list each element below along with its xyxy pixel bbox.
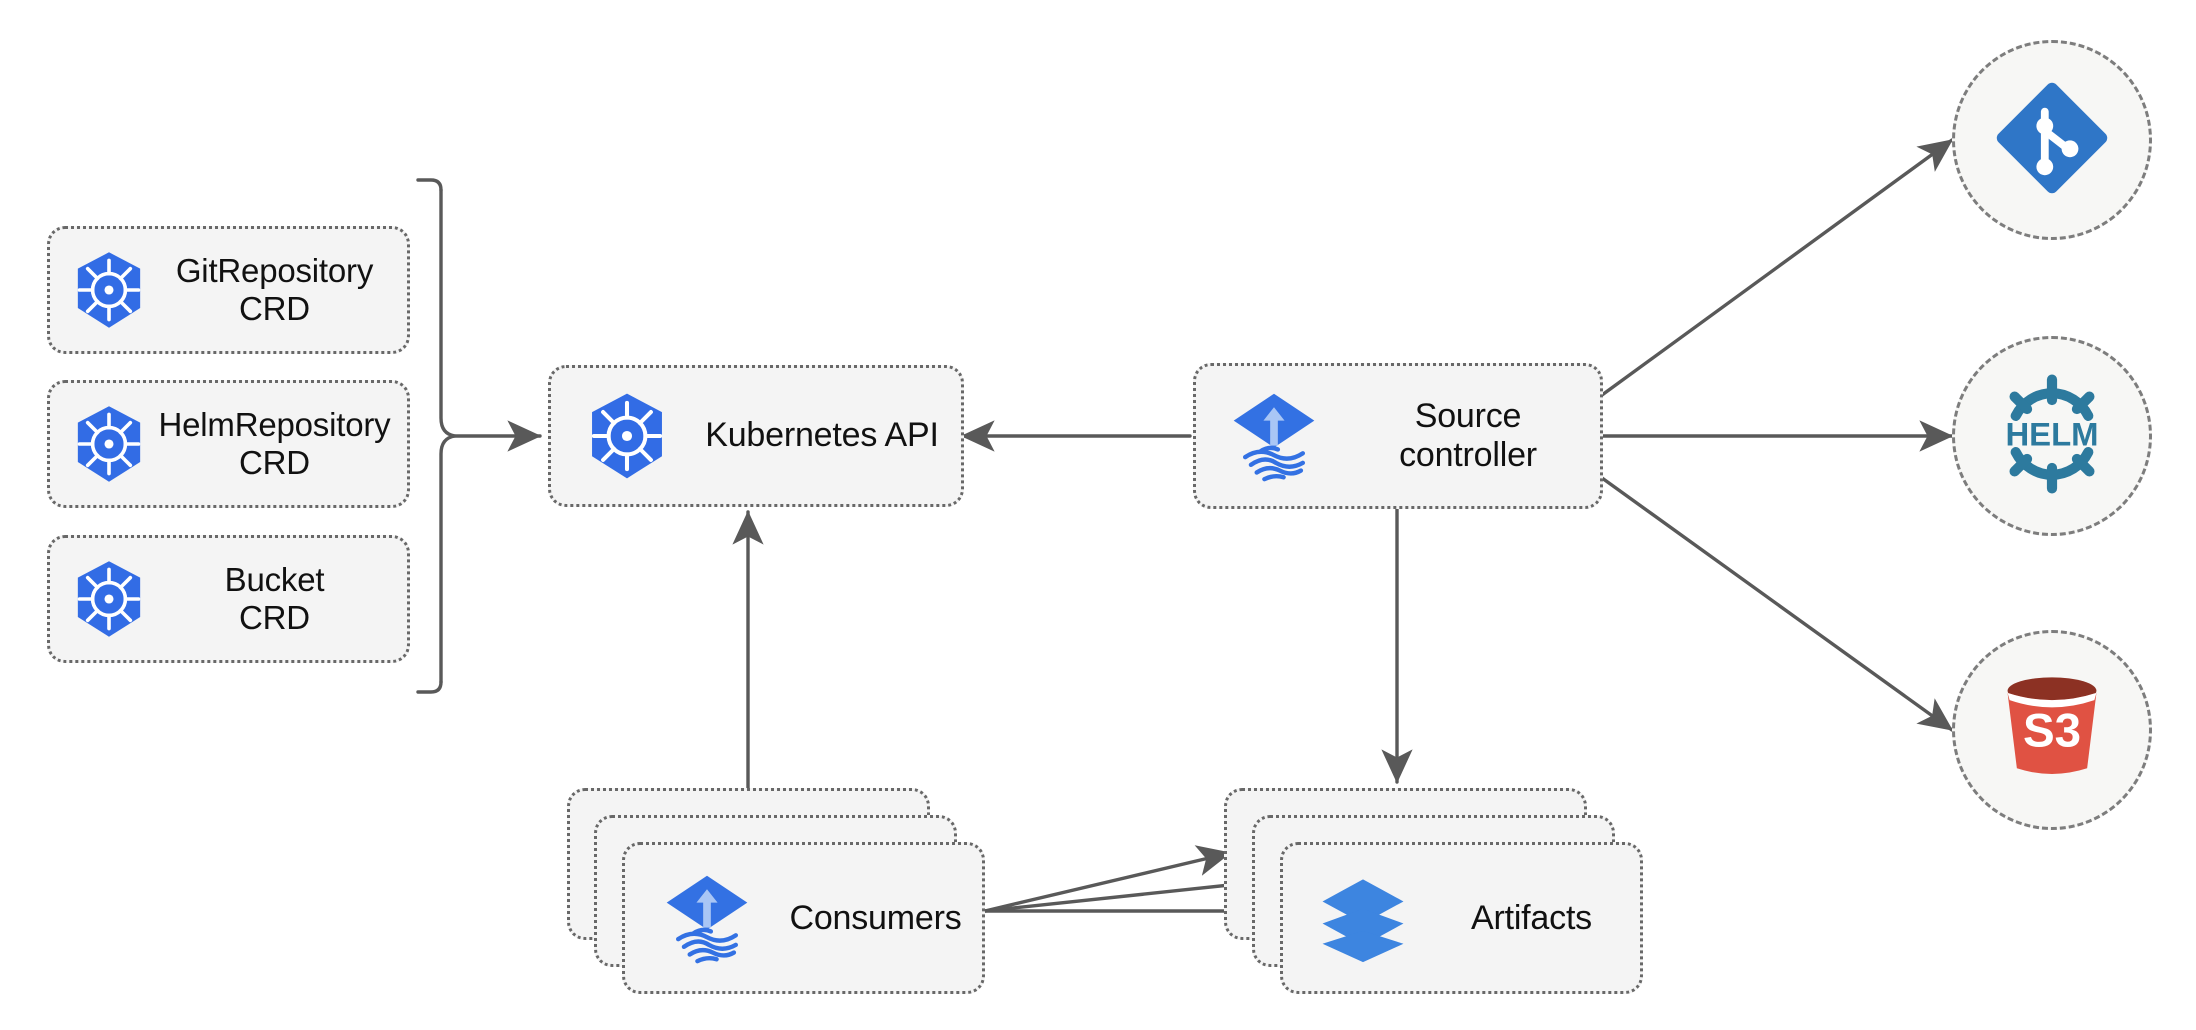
node-gitrepository-crd[interactable]: GitRepository CRD	[47, 226, 410, 354]
node-bucket-crd[interactable]: Bucket CRD	[47, 535, 410, 663]
node-kubernetes-api[interactable]: Kubernetes API	[548, 365, 964, 507]
layers-icon	[1317, 872, 1409, 964]
kubernetes-icon	[581, 390, 673, 482]
crd-group-brace	[439, 188, 457, 684]
git-icon	[1992, 78, 2112, 203]
crd-group-brace-bottom-tip	[416, 680, 443, 694]
node-label: Consumers	[789, 898, 962, 937]
s3-wordmark: S3	[2023, 704, 2081, 757]
s3-icon: S3	[1990, 666, 2114, 795]
edge-source-controller-to-git	[1600, 138, 1954, 397]
node-label: Kubernetes API	[705, 416, 939, 455]
external-helm[interactable]: HELM	[1952, 336, 2152, 536]
helm-wordmark: HELM	[2005, 415, 2098, 452]
helm-icon: HELM	[1984, 366, 2120, 507]
crd-label: HelmRepository CRD	[158, 405, 391, 481]
edge-source-controller-to-s3	[1600, 476, 1954, 732]
crd-label: GitRepository CRD	[175, 251, 374, 327]
crd-label: Bucket CRD	[224, 560, 325, 636]
node-helmrepository-crd[interactable]: HelmRepository CRD	[47, 380, 410, 508]
external-s3[interactable]: S3	[1952, 630, 2152, 830]
node-label: Artifacts	[1470, 898, 1592, 937]
node-artifacts[interactable]: Artifacts	[1280, 842, 1643, 994]
kubernetes-icon	[68, 558, 150, 640]
flux-icon	[1226, 388, 1322, 484]
flux-icon	[659, 870, 755, 966]
crd-group-brace-top-tip	[416, 178, 443, 192]
node-source-controller[interactable]: Source controller	[1193, 363, 1603, 509]
node-label: Source controller	[1399, 396, 1537, 474]
kubernetes-icon	[68, 249, 150, 331]
node-consumers[interactable]: Consumers	[622, 842, 985, 994]
edge-consumers-to-artifacts-1	[983, 845, 1232, 913]
kubernetes-icon	[68, 403, 150, 485]
external-git[interactable]	[1952, 40, 2152, 240]
edge-consumers-to-artifacts-2	[983, 869, 1260, 913]
